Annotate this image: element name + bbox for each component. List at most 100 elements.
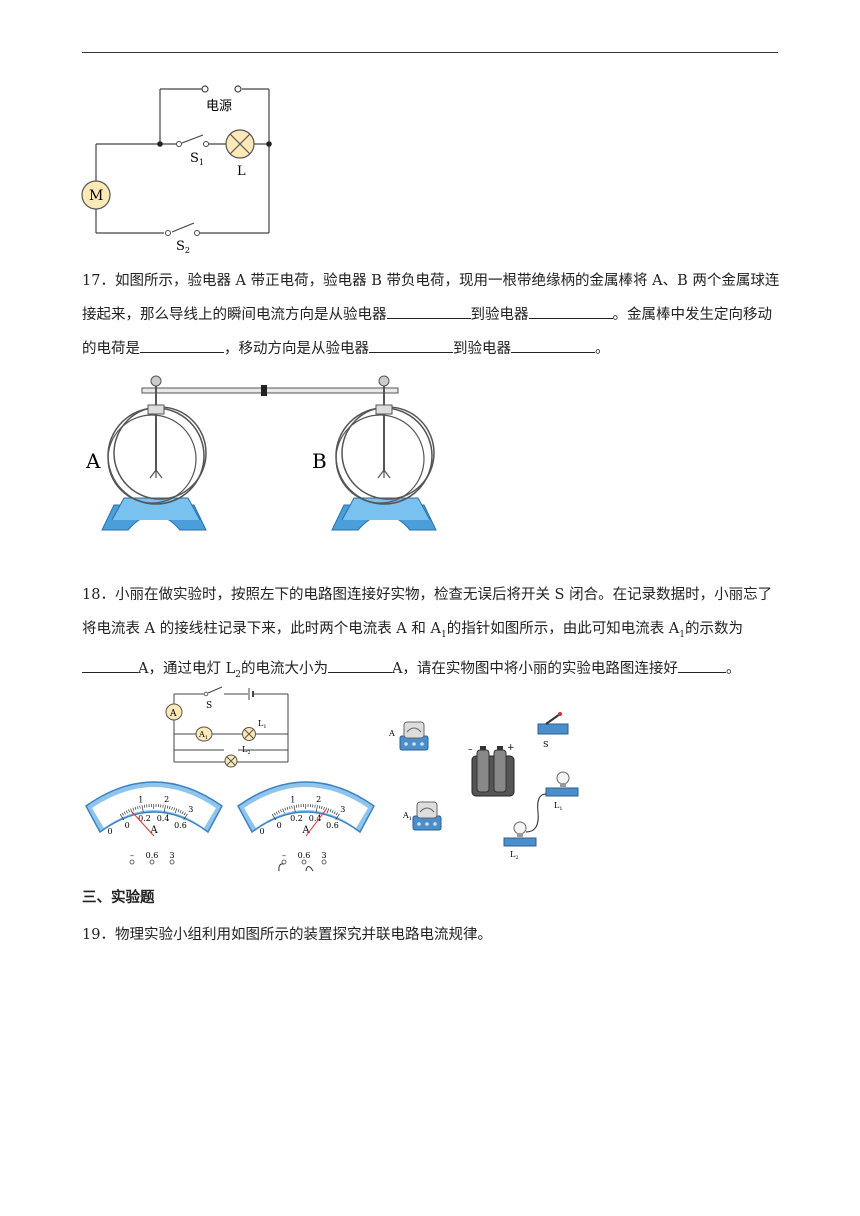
- answer-blank[interactable]: [511, 337, 595, 353]
- power-label: 电源: [206, 99, 232, 114]
- question-18: 18．小丽在做实验时，按照左下的电路图连接好实物，检查无误后将开关 S 闭合。在…: [82, 587, 773, 680]
- scale-tick: [329, 809, 332, 813]
- scale-tick: [335, 813, 340, 820]
- tick-label: 3: [340, 805, 345, 814]
- lamp-l2-label: L2: [242, 745, 251, 756]
- scale-tick: [169, 806, 171, 810]
- scale-tick: [271, 813, 277, 821]
- scale-tick: [179, 810, 182, 814]
- physical-components: A A1 – + S L1 L2: [388, 712, 579, 861]
- tick-label: 0: [259, 827, 264, 836]
- junction-right: [266, 141, 272, 147]
- scale-tick: [134, 806, 137, 810]
- ammeter-a1-device-label: A1: [402, 811, 412, 822]
- motor-icon: M: [81, 180, 111, 210]
- answer-blank[interactable]: [677, 657, 726, 673]
- svg-text:M: M: [89, 188, 103, 204]
- lamp-l2-device: [503, 821, 537, 847]
- answer-blank[interactable]: [528, 303, 613, 319]
- parallel-circuit-diagram: S A A1 L1 L2: [165, 686, 289, 768]
- scale-tick: [277, 810, 280, 814]
- terminal[interactable]: [301, 859, 307, 865]
- answer-blank[interactable]: [82, 657, 138, 673]
- scale-tick: [326, 808, 330, 814]
- scale-tick: [282, 808, 285, 814]
- insulating-handle: [261, 385, 267, 396]
- ammeter-a1-device: [412, 801, 442, 831]
- scale-tick: [321, 806, 323, 810]
- scale-tick: [121, 812, 124, 816]
- lamp-l1-device-label: L1: [554, 801, 563, 812]
- scale-tick: [141, 805, 144, 813]
- answer-blank[interactable]: [327, 657, 392, 673]
- tick-label: 2: [164, 795, 169, 804]
- scale-tick: [119, 813, 125, 821]
- scale-tick: [132, 807, 135, 811]
- terminal[interactable]: [321, 859, 327, 865]
- header-rule: [82, 52, 778, 53]
- switch-s1-label: S1: [190, 151, 204, 167]
- electroscope-a-label: A: [85, 449, 101, 473]
- terminal-label: 0.6: [298, 851, 311, 860]
- answer-blank[interactable]: [386, 303, 471, 319]
- battery-pack: [471, 746, 515, 797]
- electroscope-figure: A B: [85, 375, 437, 531]
- tick-label: 0.4: [309, 814, 322, 823]
- question-19: 19．物理实验小组利用如图所示的装置探究并联电路电流规律。: [82, 927, 492, 943]
- scale-tick: [284, 807, 287, 811]
- tick-label: 0.2: [290, 814, 303, 823]
- scale-tick: [174, 808, 178, 814]
- scale-tick: [315, 805, 318, 813]
- tick-label: 2: [316, 795, 321, 804]
- answer-blank[interactable]: [140, 337, 224, 353]
- terminal-label: –: [282, 851, 286, 860]
- battery-plus: +: [507, 743, 515, 753]
- terminal[interactable]: [129, 859, 135, 865]
- ammeter-a-device: [399, 721, 429, 751]
- tick-label: 0.6: [174, 821, 187, 830]
- lamp-l2-device-label: L2: [510, 850, 519, 861]
- scale-tick: [293, 805, 296, 813]
- scale-tick: [286, 806, 289, 810]
- lamp-l2-symbol: [224, 754, 238, 768]
- terminal-label: –: [130, 851, 134, 860]
- scale-tick: [166, 805, 169, 809]
- switch-s2-label: S2: [176, 239, 190, 255]
- tick-label: 0.2: [138, 814, 151, 823]
- svg-text:A1: A1: [198, 730, 208, 741]
- battery-minus: –: [468, 745, 473, 755]
- scale-tick: [331, 810, 334, 814]
- scale-tick: [280, 809, 282, 813]
- scale-tick: [136, 806, 139, 810]
- connecting-wire: [525, 793, 547, 833]
- scale-tick: [318, 805, 321, 809]
- terminal-label: 3: [321, 851, 326, 860]
- section-heading: 三、实验题: [82, 889, 155, 906]
- scale-tick: [181, 811, 184, 815]
- tick-label: 1: [138, 795, 143, 804]
- motor-circuit-figure: 电源 S1 L M S2: [81, 85, 272, 255]
- terminal[interactable]: [149, 859, 155, 865]
- tick-label: 0: [107, 827, 112, 836]
- needle: [130, 810, 155, 837]
- scale-tick: [125, 810, 128, 814]
- junction-left: [157, 141, 163, 147]
- electroscope-b: [331, 375, 437, 531]
- scale-tick: [163, 805, 166, 813]
- lamp-l1-symbol: [242, 727, 256, 741]
- electroscope-b-label: B: [312, 449, 327, 473]
- scale-tick: [171, 806, 173, 810]
- terminal-label: 0.6: [146, 851, 159, 860]
- answer-blank[interactable]: [369, 337, 453, 353]
- scale-tick: [335, 812, 338, 816]
- scale-tick: [288, 806, 291, 810]
- tick-label: 0: [277, 821, 282, 830]
- scale-tick: [291, 805, 293, 809]
- tick-label: 0: [125, 821, 130, 830]
- scale-tick: [139, 805, 141, 809]
- switch-device: [537, 712, 569, 735]
- lamp-l1-label: L1: [258, 719, 267, 730]
- terminal[interactable]: [169, 859, 175, 865]
